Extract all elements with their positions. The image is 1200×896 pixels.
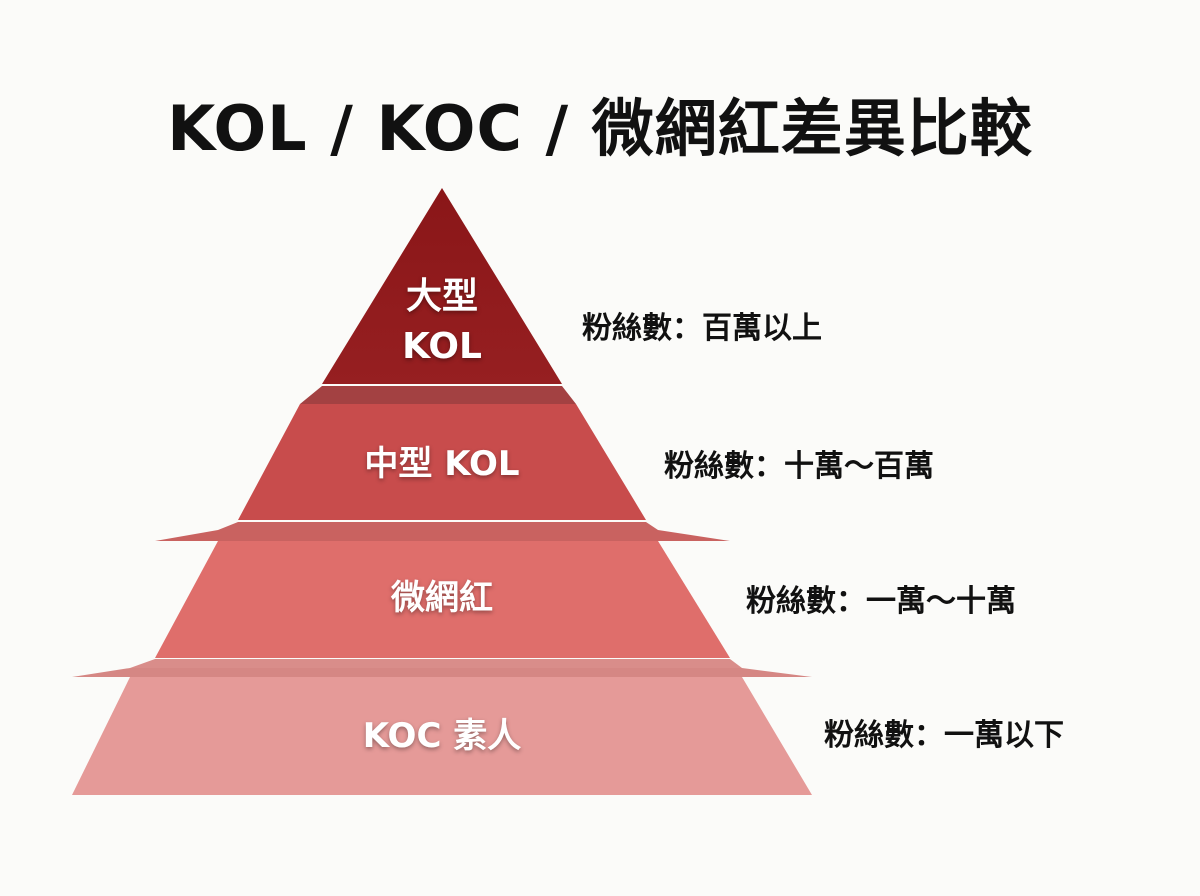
fans-value: 十萬～百萬: [784, 449, 934, 484]
fans-label: 粉絲數：: [664, 449, 784, 484]
fans-value: 百萬以上: [702, 311, 822, 346]
tier-4-shape: [72, 659, 812, 795]
tier-1-label-line1: 大型: [405, 276, 478, 317]
page-title: KOL / KOC / 微網紅差異比較: [167, 92, 1033, 165]
tier-1-label: 大型 KOL: [342, 272, 542, 372]
tier-2-shape: [238, 386, 646, 520]
tier-1-shape: [322, 188, 562, 384]
tier-2-fans: 粉絲數：十萬～百萬: [664, 441, 934, 485]
tier-3-fans: 粉絲數：一萬～十萬: [746, 576, 1016, 620]
tier-2-label: 中型 KOL: [364, 444, 520, 484]
fans-value: 一萬以下: [944, 718, 1064, 753]
fans-label: 粉絲數：: [746, 584, 866, 619]
tier-4-fans: 粉絲數：一萬以下: [824, 710, 1064, 754]
tier-4-label: KOC 素人: [362, 716, 522, 756]
fans-value: 一萬～十萬: [866, 584, 1016, 619]
fans-label: 粉絲數：: [824, 718, 944, 753]
fans-label: 粉絲數：: [582, 311, 702, 346]
tier-3-shape: [155, 522, 730, 658]
tier-1-fans: 粉絲數：百萬以上: [582, 303, 822, 347]
tier-3-label: 微網紅: [391, 578, 493, 618]
tier-1-label-line2: KOL: [402, 326, 482, 367]
